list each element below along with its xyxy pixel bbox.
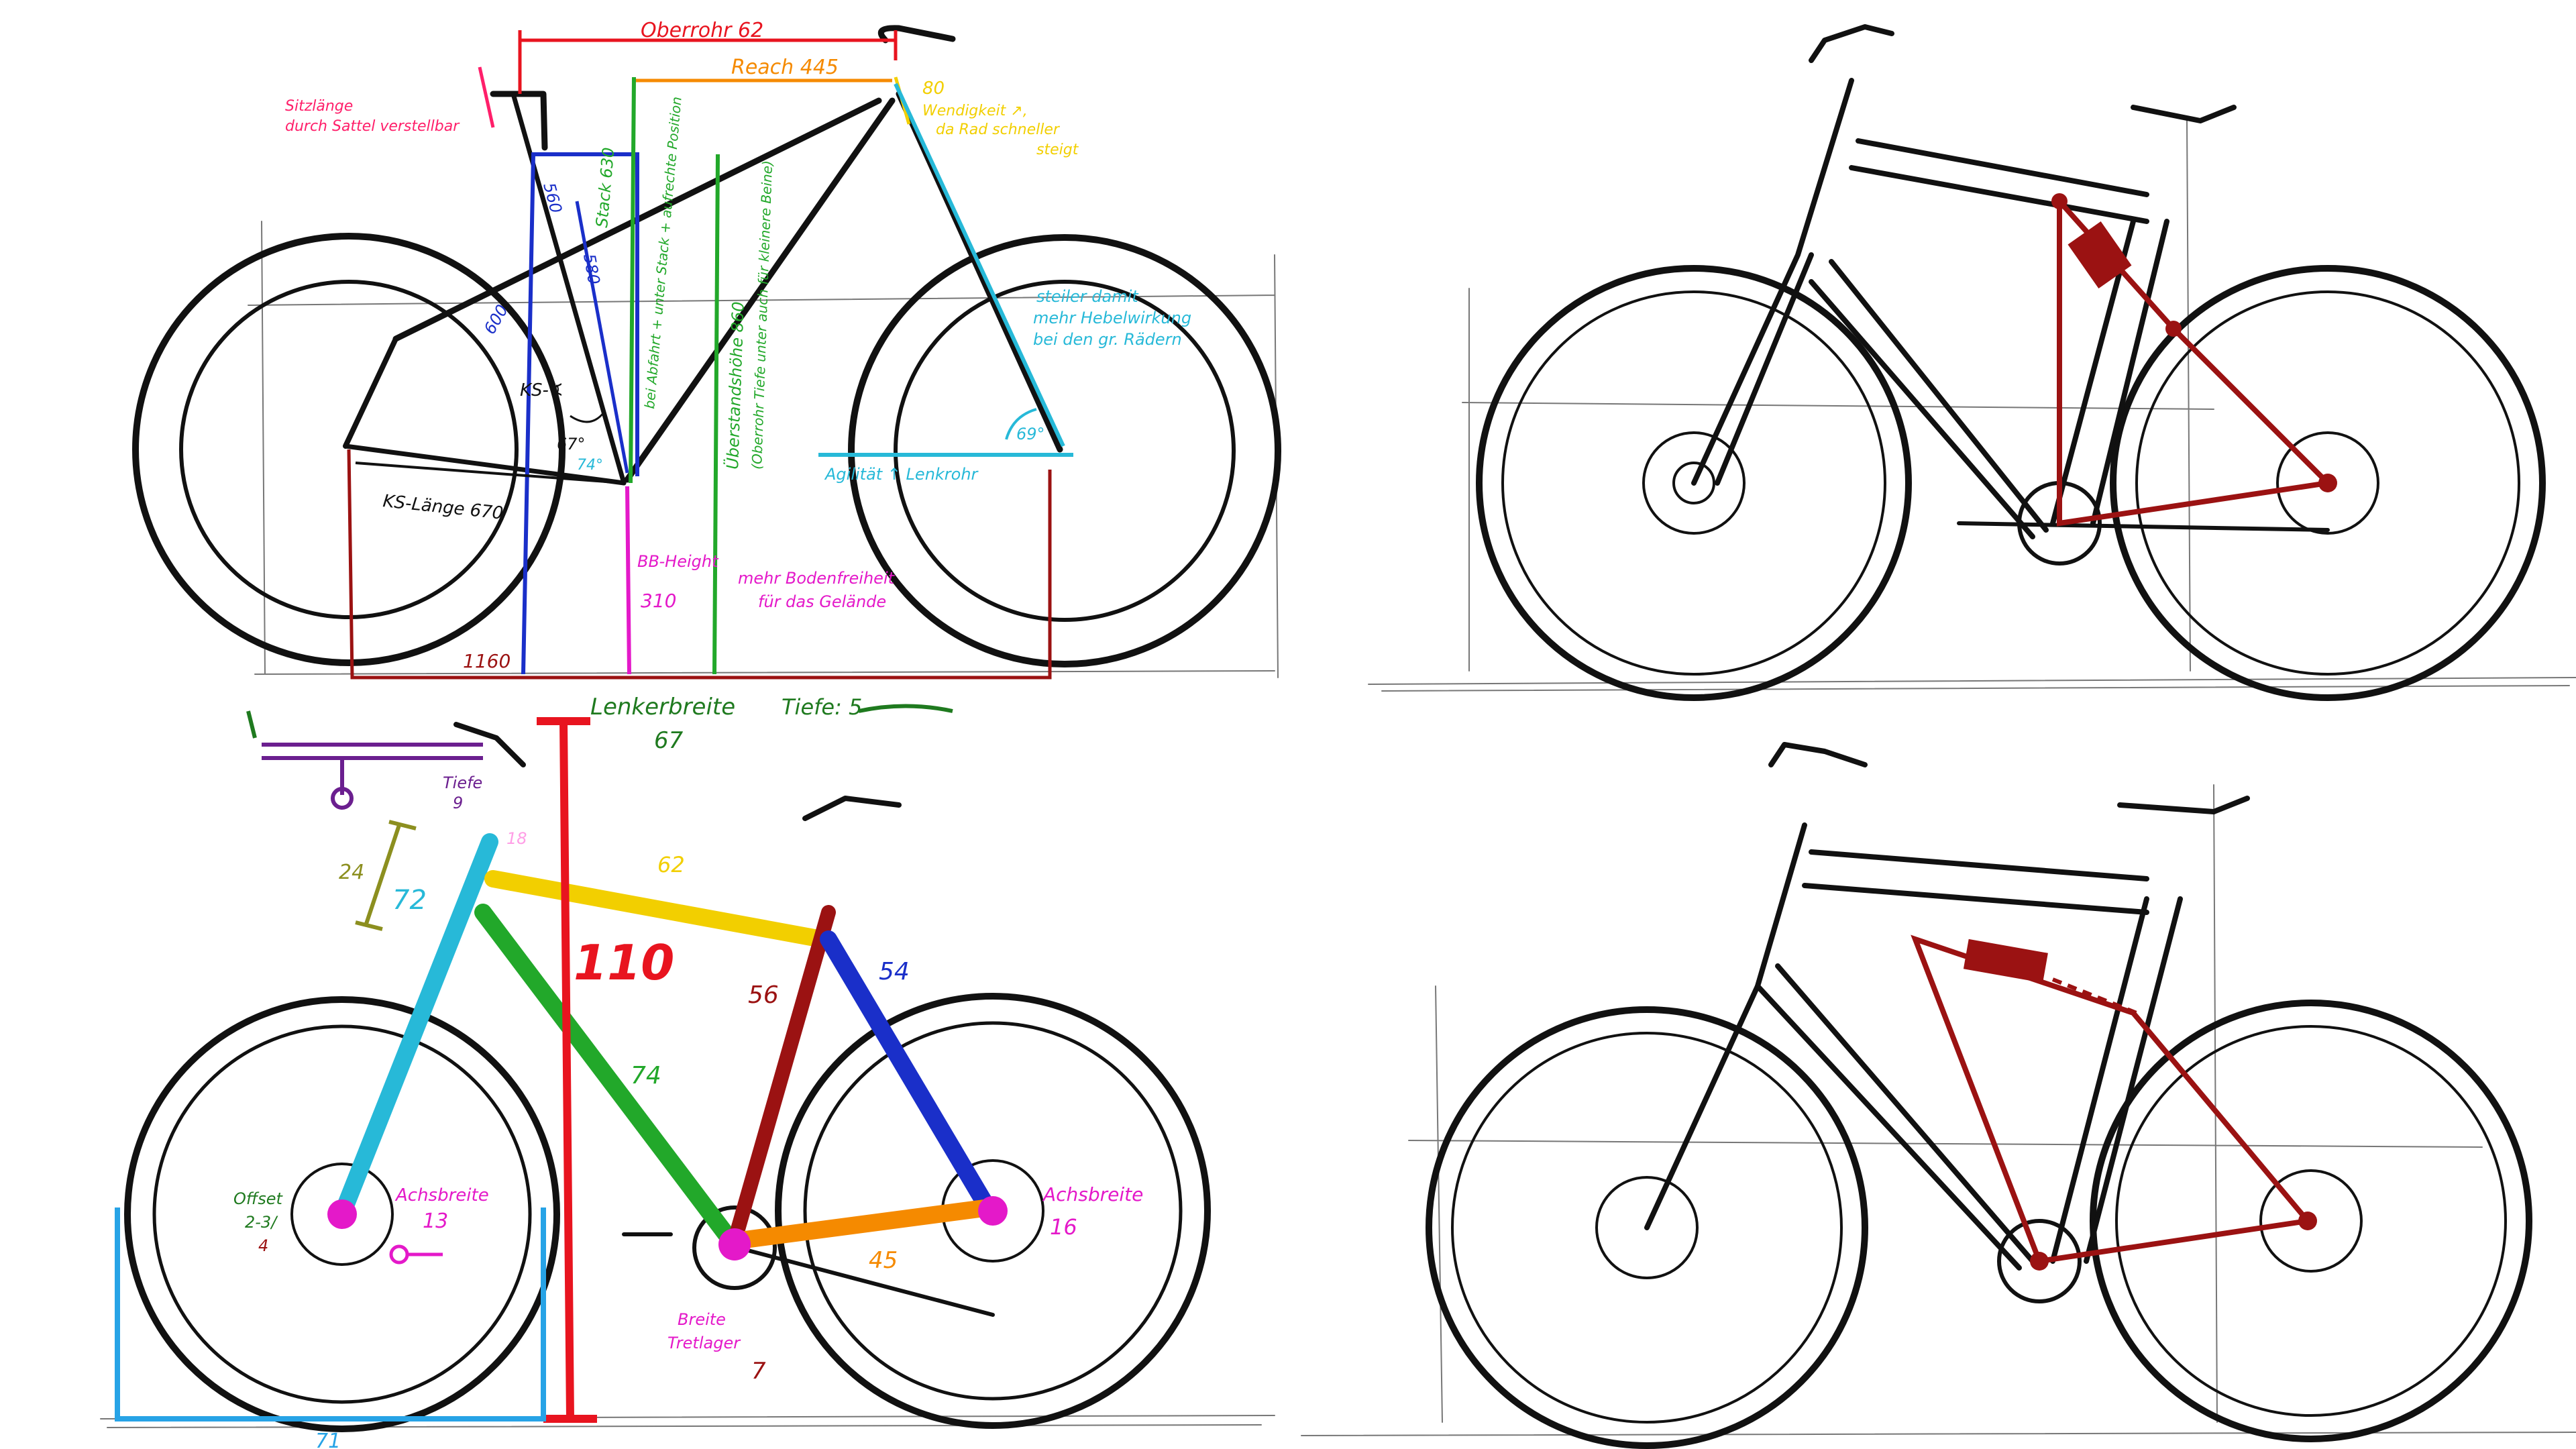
label-bb-note-2: für das Gelände xyxy=(758,592,886,611)
label-tretlager: Tretlager xyxy=(667,1334,741,1352)
label-oberrohr: Oberrohr 62 xyxy=(641,19,763,42)
frame-bl xyxy=(453,722,995,1317)
front-wheel-br xyxy=(1426,1006,1868,1449)
label-tretlager-value: 7 xyxy=(751,1358,766,1385)
label-agility: Agilität ↑ Lenkrohr xyxy=(824,465,979,484)
label-overstand-note: (Oberrohr Tiefe unter auch für kleinere … xyxy=(749,160,775,470)
label-angle-74: 74° xyxy=(577,457,603,474)
top-left-labels: Oberrohr 62 Reach 445 Sitzlänge durch Sa… xyxy=(285,19,1191,672)
label-ks-winkel: KS-∢ xyxy=(520,380,564,400)
rear-wheel-bl xyxy=(775,993,1211,1429)
rear-wheel-br xyxy=(2090,1000,2532,1442)
frame-sketch xyxy=(343,25,1063,486)
panel-bottom-left: Lenkerbreite 67 Tiefe: 5 Tiefe 9 24 72 1… xyxy=(100,694,1275,1449)
label-breite: Breite xyxy=(678,1310,726,1329)
label-seat-56: 56 xyxy=(748,981,779,1009)
label-offset: Offset xyxy=(233,1189,283,1208)
label-stack-note: bei Abfahrt + unter Stack + aufrechte Po… xyxy=(641,96,685,409)
label-top-62: 62 xyxy=(657,852,685,877)
label-down-74: 74 xyxy=(631,1062,661,1089)
label-fork-note-3: bei den gr. Rädern xyxy=(1033,330,1182,349)
frame-br xyxy=(1644,742,2250,1303)
bottom-left-labels: Lenkerbreite 67 Tiefe: 5 Tiefe 9 24 72 1… xyxy=(233,694,1143,1449)
label-achsbreite-front: Achsbreite xyxy=(394,1185,489,1205)
label-bb-height: BB-Height xyxy=(637,552,719,571)
label-steuerrohr-note-3: steigt xyxy=(1036,142,1079,158)
panel-bottom-right xyxy=(1301,742,2576,1449)
rear-wheel xyxy=(132,233,566,666)
label-stay-54: 54 xyxy=(879,958,910,985)
panel-top-left: Oberrohr 62 Reach 445 Sitzlänge durch Sa… xyxy=(132,19,1281,680)
label-stack: Stack 630 xyxy=(592,147,618,229)
label-chain-45: 45 xyxy=(869,1247,898,1274)
label-achsbreite-rear: Achsbreite xyxy=(1042,1183,1143,1205)
label-bb-value: 310 xyxy=(641,590,676,612)
label-wheelbase: 1160 xyxy=(463,650,511,672)
label-offset-value: 2-3/ xyxy=(245,1213,278,1232)
label-steuerrohr-note-2: da Rad schneller xyxy=(936,121,1061,138)
label-sitzrohr-long: 580 xyxy=(580,252,604,286)
label-h72: 72 xyxy=(392,885,427,916)
front-wheel-tr xyxy=(1476,265,1912,701)
label-tiefe-9-value: 9 xyxy=(453,794,463,812)
panel-top-right xyxy=(1368,24,2576,701)
label-fork-note-2: mehr Hebelwirkung xyxy=(1033,309,1191,327)
label-tiefe-5: Tiefe: 5 xyxy=(782,694,862,720)
label-bb-note-1: mehr Bodenfreiheit xyxy=(738,569,896,588)
label-sitzrohr-short: 560 xyxy=(539,180,566,215)
front-wheel-bl xyxy=(124,996,560,1432)
frame-tr xyxy=(1691,24,2330,566)
label-steuerrohr-note-1: Wendigkeit ↗, xyxy=(922,103,1028,119)
label-sitzlaenge: Sitzlänge xyxy=(285,98,353,115)
label-lenkerbreite: Lenkerbreite xyxy=(590,694,735,720)
label-tiefe-9: Tiefe xyxy=(443,773,482,792)
label-angle-67: 67° xyxy=(557,435,586,453)
suspension-tr xyxy=(2051,193,2337,527)
label-width-71: 71 xyxy=(315,1430,341,1449)
label-h24: 24 xyxy=(339,861,364,884)
label-reach: Reach 445 xyxy=(731,56,839,79)
suspension-br xyxy=(1911,934,2317,1271)
label-overstand: Überstandshöhe 860 xyxy=(722,301,748,470)
label-sitzlaenge-note: durch Sattel verstellbar xyxy=(285,118,460,135)
label-steerer-18: 18 xyxy=(506,829,527,848)
rear-wheel-tr xyxy=(2110,265,2546,701)
label-lenkerbreite-value: 67 xyxy=(654,727,684,754)
label-achsbreite-front-value: 13 xyxy=(423,1210,448,1233)
label-offset-value-2: 4 xyxy=(258,1236,268,1255)
label-head-angle: 69° xyxy=(1016,425,1045,443)
label-fork-note-1: steiler damit xyxy=(1036,287,1139,306)
front-wheel xyxy=(848,234,1281,667)
label-steuerrohr-num: 80 xyxy=(922,78,945,99)
label-height-110: 110 xyxy=(574,934,674,991)
colored-tubes xyxy=(327,833,1008,1260)
label-ks-laenge: KS-Länge 670 xyxy=(382,491,504,524)
label-achsbreite-rear-value: 16 xyxy=(1050,1214,1077,1240)
